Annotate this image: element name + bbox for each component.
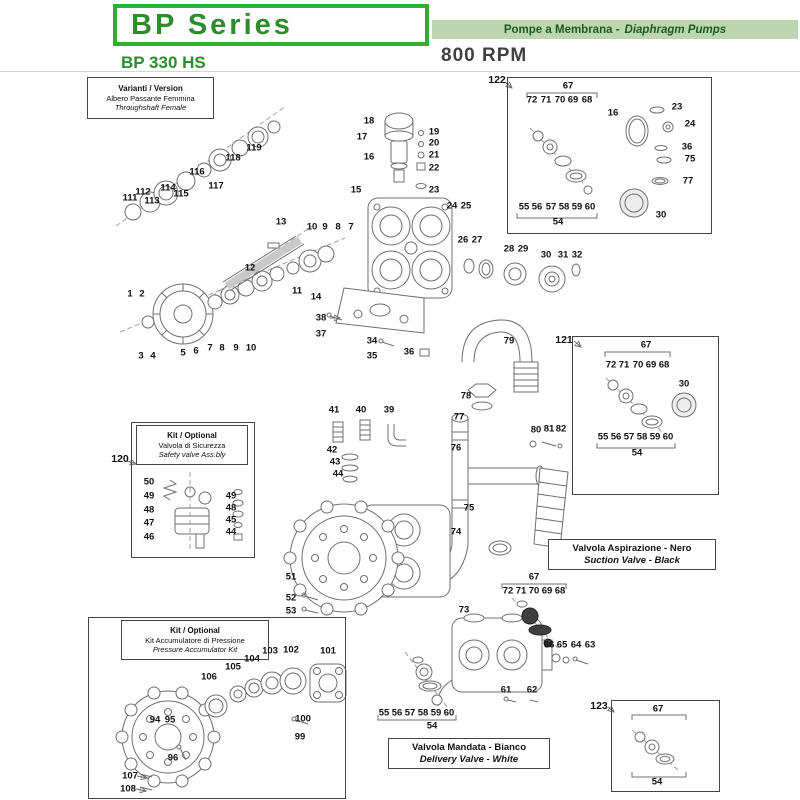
safety-kit-line-en: Safety valve Ass.bly — [158, 450, 226, 459]
variant-line-en: Throughshaft Female — [114, 103, 187, 112]
delivery-valve-line-it: Valvola Mandata - Bianco — [411, 741, 527, 753]
accumulator-kit-box — [88, 617, 346, 799]
series-title-box: BP Series — [113, 4, 429, 46]
delivery-valve-box: Valvola Mandata - Bianco Delivery Valve … — [388, 738, 550, 769]
suction-valve-drawing — [511, 597, 559, 649]
safety-kit-box — [131, 422, 255, 558]
rpm-label: 800 RPM — [441, 45, 528, 66]
group-brackets — [377, 92, 687, 778]
kit-box-121 — [572, 336, 719, 495]
suction-valve-box: Valvola Aspirazione - Nero Suction Valve… — [548, 539, 716, 570]
manifold-drawing — [437, 613, 589, 707]
accumulator-kit-line-en: Pressure Accumulator Kit — [152, 645, 238, 654]
category-label-en: Diaphragm Pumps — [624, 23, 727, 36]
safety-valve-kit-drawing — [162, 472, 244, 552]
variant-shaft-drawing — [115, 105, 287, 227]
accumulator-dome-drawing — [384, 112, 427, 189]
safety-kit-title: Kit / Optional — [167, 430, 217, 440]
kit-box-123 — [611, 700, 720, 792]
variant-title: Varianti / Version — [118, 83, 183, 93]
category-label-it: Pompe a Membrana - — [503, 23, 620, 36]
suction-valve-line-en: Suction Valve - Black — [584, 554, 680, 566]
box122-valves-drawing — [529, 106, 674, 218]
input-shaft-drawing — [119, 225, 346, 345]
box123-valves-drawing — [631, 729, 679, 771]
suction-valve-line-it: Valvola Aspirazione - Nero — [572, 542, 692, 554]
safety-kit-line-it: Valvola di Sicurezza — [158, 440, 226, 450]
box121-valves-drawing — [605, 377, 697, 435]
hose-assembly-drawing — [431, 319, 569, 583]
accumulator-kit-line-it: Kit Accumulatore di Pressione — [145, 635, 245, 645]
kit-box-122 — [507, 77, 712, 234]
category-bar: Pompe a Membrana - Diaphragm Pumps — [432, 20, 798, 39]
mid-fittings-drawing — [463, 258, 581, 293]
accumulator-kit-title-box: Kit / Optional Kit Accumulatore di Press… — [121, 620, 269, 660]
safety-kit-title-box: Kit / Optional Valvola di Sicurezza Safe… — [136, 425, 248, 465]
variant-version-box: Varianti / Version Albero Passante Femmi… — [87, 77, 214, 119]
series-title: BP Series — [131, 8, 293, 41]
variant-line-it: Albero Passante Femmina — [106, 93, 195, 103]
center-fittings-drawing — [332, 419, 406, 483]
header-divider — [0, 71, 800, 72]
accumulator-kit-title: Kit / Optional — [170, 625, 220, 635]
pump-body-lower-drawing — [283, 500, 451, 616]
ref-leader-arrows — [126, 81, 614, 791]
model-label: BP 330 HS — [121, 53, 206, 72]
accumulator-kit-drawing — [115, 663, 347, 791]
mount-bracket-drawing — [326, 287, 430, 357]
delivery-valve-drawing — [404, 651, 449, 709]
crankcase-drawing — [367, 197, 453, 299]
delivery-valve-line-en: Delivery Valve - White — [419, 753, 519, 765]
